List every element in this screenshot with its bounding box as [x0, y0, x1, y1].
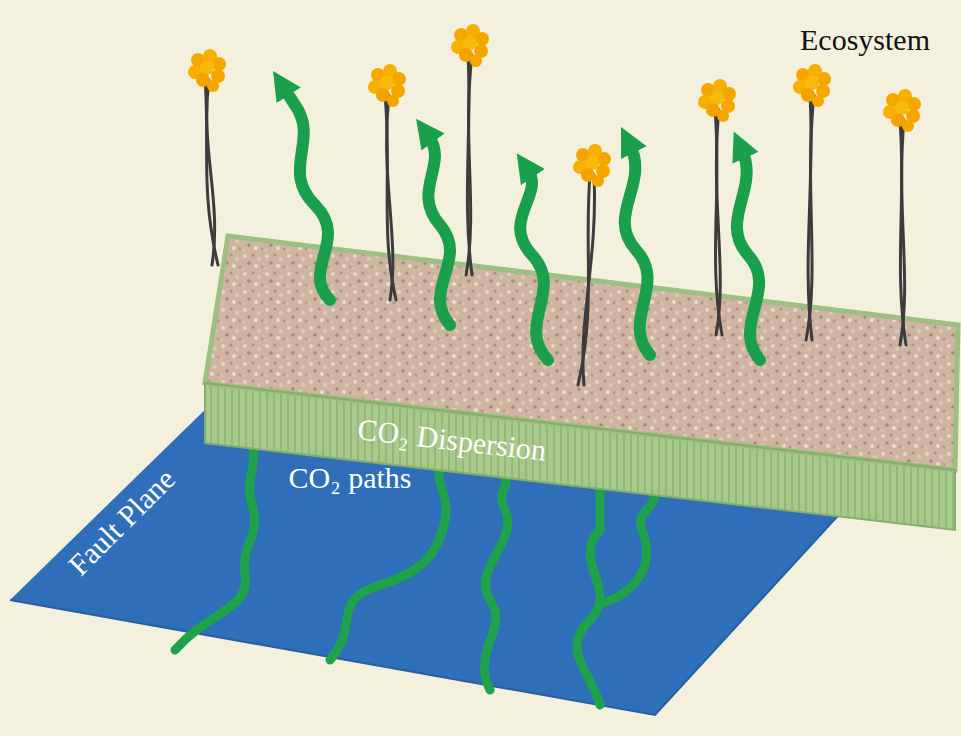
- path-label: CO₂ paths: [289, 461, 412, 496]
- title-label: Ecosystem: [800, 23, 930, 58]
